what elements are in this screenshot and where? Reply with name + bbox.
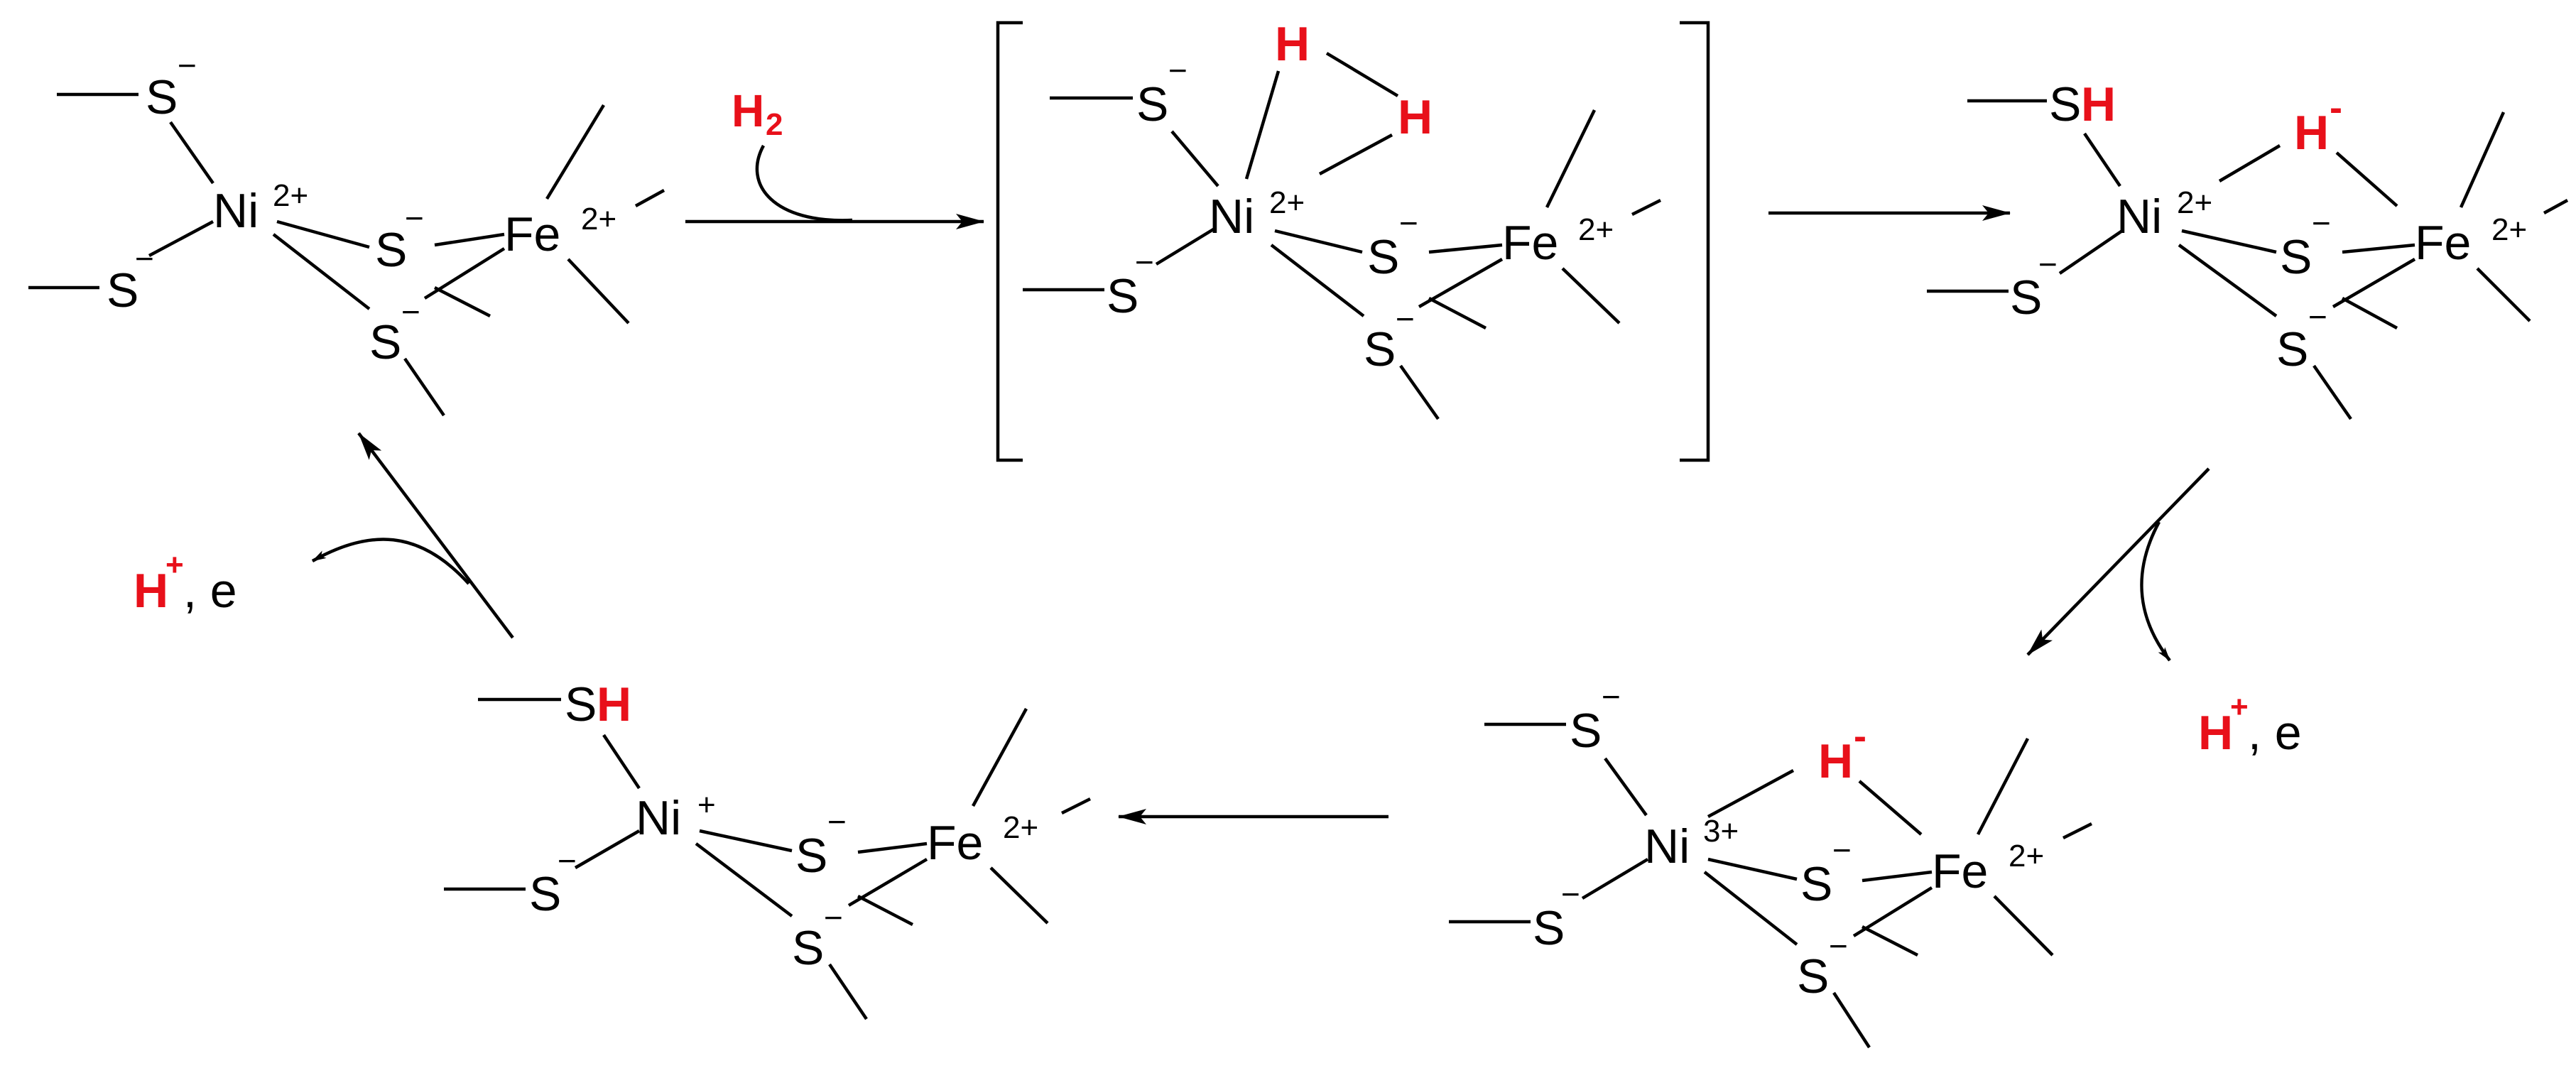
arrow-3 — [2026, 467, 2210, 656]
sulfur-14: S — [1533, 901, 1565, 955]
hydride-h-2: H — [1818, 734, 1853, 788]
nickel-5-charge: + — [697, 788, 716, 822]
nickel-1-charge: 2+ — [273, 178, 308, 213]
nickel-4: Ni — [1644, 819, 1690, 873]
nickel-3-charge: 2+ — [2177, 185, 2212, 220]
iron-2-charge: 2+ — [1578, 212, 1614, 247]
iron-3: Fe — [2415, 216, 2471, 270]
sulfur-5: S — [1136, 77, 1168, 131]
step-proton-release-2: H + , e — [134, 432, 514, 639]
minus-18: − — [558, 842, 577, 879]
sulfur-20: S — [792, 921, 824, 975]
minus-4: − — [401, 293, 420, 330]
sulfur-6: S — [1107, 269, 1138, 323]
sulfur-15: S — [1800, 857, 1832, 911]
iron-4-charge: 2+ — [2009, 839, 2044, 873]
sulfur-9: S — [2049, 77, 2081, 131]
minus-14: − — [1561, 876, 1580, 913]
nickel-5: Ni — [636, 791, 681, 845]
proton-2-plus: + — [165, 548, 184, 582]
sulfur-16: S — [1797, 949, 1829, 1003]
proton-2: H — [134, 564, 168, 618]
nickel-2-charge: 2+ — [1269, 185, 1305, 220]
sulfur-7: S — [1367, 230, 1399, 284]
iron-5: Fe — [927, 816, 983, 870]
minus-3: − — [405, 200, 424, 236]
bracket-left — [996, 21, 1023, 462]
sulfur-10: S — [2010, 271, 2042, 325]
sulfur-17: S — [565, 677, 597, 731]
iron-5-charge: 2+ — [1003, 810, 1038, 845]
dihydrogen-h2: H — [1398, 90, 1433, 144]
nickel-3: Ni — [2116, 190, 2162, 244]
iron-1-charge: 2+ — [581, 202, 616, 236]
proton-1: H — [2198, 706, 2233, 760]
minus-16: − — [1829, 927, 1848, 964]
minus-5: − — [1168, 52, 1188, 89]
minus-6: − — [1135, 244, 1154, 280]
nickel-2: Ni — [1209, 190, 1254, 244]
iron-1: Fe — [504, 207, 560, 261]
sulfur-3: S — [375, 223, 407, 277]
nickel-1: Ni — [213, 184, 259, 238]
species-ni3-hydride: S − H - Ni 3+ S − S − S − Fe 2+ — [1449, 678, 2093, 1049]
species-ni2-resting: S − Ni 2+ S − S − S − Fe 2+ — [28, 47, 665, 417]
sulfur-4: S — [369, 315, 401, 369]
iron-2: Fe — [1502, 216, 1558, 270]
iron-3-charge: 2+ — [2491, 212, 2527, 247]
sulfur-12: S — [2276, 322, 2308, 376]
species-h2-adduct: S − H H Ni 2+ S − S − S − Fe 2+ — [996, 17, 1710, 462]
minus-1: − — [178, 47, 197, 84]
dihydrogen-h1: H — [1275, 17, 1310, 71]
arrow-5 — [357, 432, 514, 639]
hydride-h-1: H — [2294, 106, 2329, 160]
iron-4: Fe — [1932, 844, 1988, 898]
sulfur-18: S — [529, 867, 561, 921]
minus-8: − — [1396, 300, 1415, 337]
minus-13: − — [1602, 678, 1621, 715]
minus-11: − — [2312, 205, 2331, 241]
sulfur-11: S — [2280, 230, 2312, 284]
electron-2: , e — [183, 564, 237, 618]
minus-12: − — [2308, 298, 2327, 335]
nickel-4-charge: 3+ — [1703, 814, 1739, 849]
bracket-right — [1680, 21, 1710, 462]
minus-15: − — [1832, 832, 1852, 868]
thiol-h-1: H — [2081, 77, 2116, 131]
thiol-h-2: H — [597, 677, 631, 731]
h2-subscript: 2 — [766, 107, 783, 142]
sulfur-2: S — [107, 263, 138, 317]
proton-1-plus: + — [2230, 690, 2249, 724]
hydride-minus-2: - — [1854, 715, 1866, 758]
minus-20: − — [824, 899, 843, 936]
minus-19: − — [827, 803, 847, 840]
sulfur-1: S — [146, 70, 178, 124]
step-proton-release-1: H + , e — [2026, 467, 2302, 760]
species-hydride-sh: S H H - Ni 2+ S − S − S − Fe 2+ — [1927, 77, 2569, 420]
minus-10: − — [2038, 246, 2058, 283]
species-ni1-sh: S H Ni + S − S − S − Fe 2+ — [444, 677, 1092, 1020]
h2-reagent: H — [732, 85, 764, 136]
minus-2: − — [135, 240, 154, 277]
electron-1: , e — [2248, 706, 2302, 760]
sulfur-19: S — [795, 829, 827, 883]
sulfur-13: S — [1570, 704, 1602, 758]
sulfur-8: S — [1364, 322, 1396, 376]
hydride-minus-1: - — [2330, 87, 2342, 129]
step-h2-binding: H 2 — [685, 85, 984, 229]
minus-7: − — [1399, 205, 1418, 241]
